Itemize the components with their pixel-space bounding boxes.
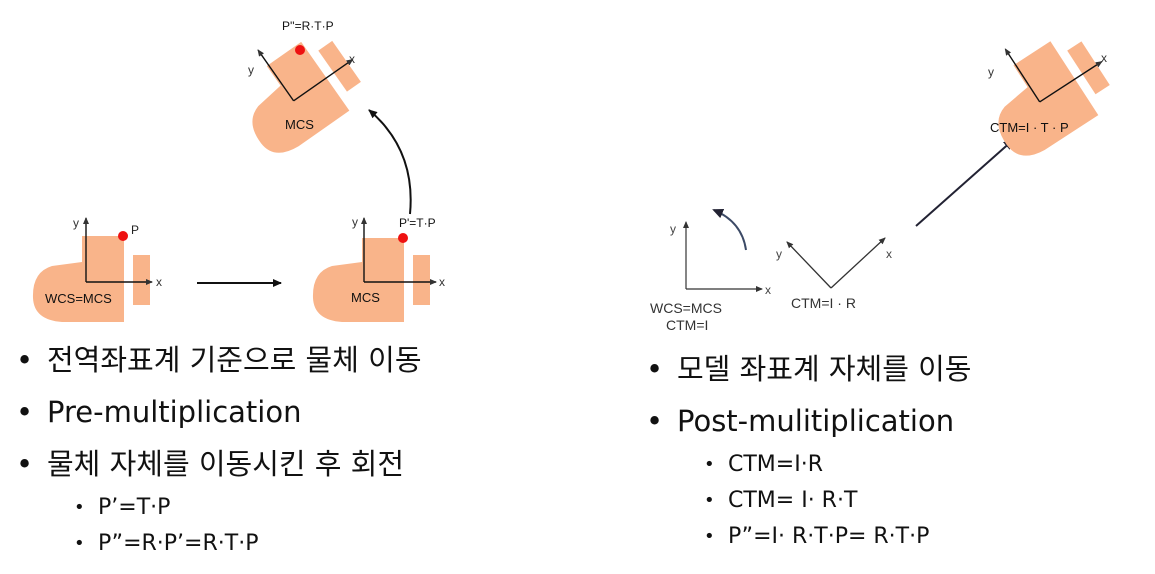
label-ctm-i: CTM=I bbox=[666, 317, 708, 333]
object-rotated bbox=[252, 40, 361, 153]
sub-bullet-p-prime: P’=T·P bbox=[66, 490, 422, 526]
axis-y-label: y bbox=[776, 247, 782, 261]
axis-y-label: y bbox=[988, 65, 994, 79]
axis-y-label: y bbox=[73, 216, 79, 230]
object-arm bbox=[318, 40, 361, 92]
object-body bbox=[312, 238, 404, 322]
axis-x-label: x bbox=[886, 247, 892, 261]
axis-y-label: y bbox=[248, 63, 254, 77]
object-translated: y x P'=T·P MCS bbox=[312, 215, 445, 322]
object-body bbox=[32, 236, 125, 322]
axis-y-label: y bbox=[670, 222, 676, 236]
bullet-post-mult: Post-mulitiplication bbox=[646, 395, 971, 447]
axis-x-label: x bbox=[349, 52, 355, 66]
object-right bbox=[998, 41, 1110, 156]
axis-y-line bbox=[257, 49, 295, 102]
point-p-prime bbox=[398, 233, 408, 243]
label-ctm-ir: CTM=I · R bbox=[791, 295, 856, 311]
point-p bbox=[118, 231, 128, 241]
axis-x-label: x bbox=[439, 275, 445, 289]
axis-x-line bbox=[293, 58, 354, 102]
bullet-model-move: 모델 좌표계 자체를 이동 bbox=[646, 343, 971, 395]
sub-bullet-p-double-post: P”=I· R·T·P= R·T·P bbox=[696, 519, 971, 555]
axis-y-line bbox=[1004, 48, 1041, 103]
label-p: P bbox=[131, 223, 139, 237]
sub-bullet-ctm-irt: CTM= I· R·T bbox=[696, 483, 971, 519]
label-mcs-top: MCS bbox=[285, 117, 314, 132]
label-mcs: MCS bbox=[351, 290, 380, 305]
wcs-frame: y x WCS=MCS CTM=I bbox=[650, 208, 771, 333]
axis-x-line bbox=[830, 237, 886, 289]
sub-bullet-p-double: P”=R·P’=R·T·P bbox=[66, 526, 422, 562]
object-body bbox=[998, 41, 1099, 156]
point-p-double bbox=[295, 45, 305, 55]
bullet-move-then-rotate: 물체 자체를 이동시킨 후 회전 bbox=[16, 438, 422, 490]
bullet-global-move: 전역좌표계 기준으로 물체 이동 bbox=[16, 334, 422, 386]
axis-y-line bbox=[786, 241, 832, 289]
label-p-double: P''=R·T·P bbox=[282, 19, 334, 33]
object-arm bbox=[413, 255, 430, 305]
axis-x-label: x bbox=[1101, 51, 1107, 65]
axis-y-label: y bbox=[352, 215, 358, 229]
label-ctm-itp: CTM=I · T · P bbox=[990, 120, 1069, 135]
label-wcs-mcs: WCS=MCS bbox=[45, 291, 112, 306]
left-bullet-list: 전역좌표계 기준으로 물체 이동 Pre-multiplication 물체 자… bbox=[16, 334, 422, 562]
rotated-frame: y x CTM=I · R bbox=[776, 237, 892, 311]
axis-x-label: x bbox=[156, 275, 162, 289]
label-p-prime: P'=T·P bbox=[399, 216, 436, 230]
axis-x-label: x bbox=[765, 283, 771, 297]
object-arm bbox=[1067, 41, 1110, 95]
right-bullet-list: 모델 좌표계 자체를 이동 Post-mulitiplication CTM=I… bbox=[646, 343, 971, 555]
label-wcs: WCS=MCS bbox=[650, 300, 722, 316]
object-body bbox=[252, 41, 350, 153]
bullet-pre-mult: Pre-multiplication bbox=[16, 386, 422, 438]
rotate-arrow bbox=[368, 109, 412, 215]
object-initial: y x P WCS=MCS bbox=[32, 216, 162, 322]
sub-bullet-ctm-ir: CTM=I·R bbox=[696, 447, 971, 483]
axis-x-line bbox=[1039, 61, 1103, 103]
object-arm bbox=[133, 255, 150, 305]
rotation-arc bbox=[712, 208, 747, 251]
translate-arrow-right bbox=[915, 138, 1015, 227]
